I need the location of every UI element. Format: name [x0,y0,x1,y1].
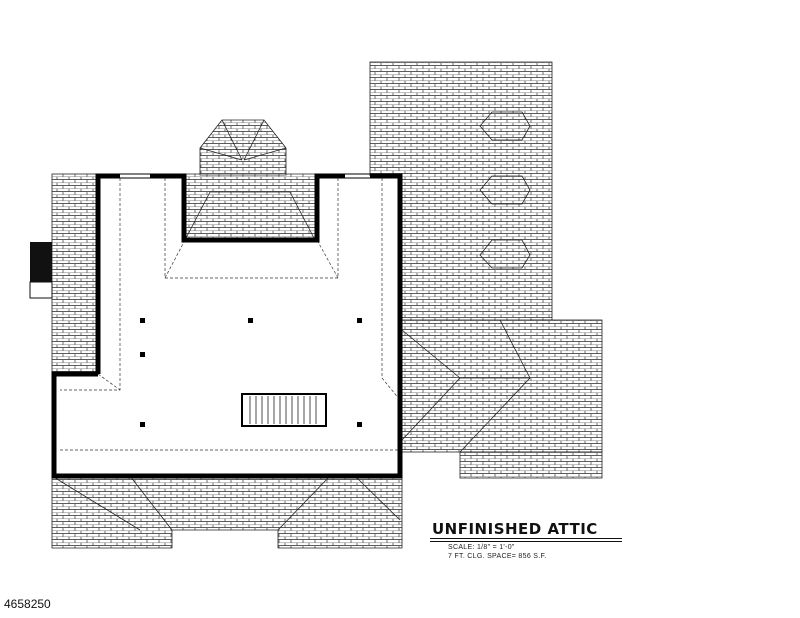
title-underline [430,538,622,539]
chimney [30,242,52,282]
ceiling-height-lines [60,178,401,451]
stair-opening [241,393,327,427]
roof-ridge-lines [51,111,531,531]
drawing-scale: SCALE: 1/8" = 1'-0" [448,544,515,551]
listing-id: 4658250 [4,597,51,611]
drawing-title: UNFINISHED ATTIC [432,520,598,538]
title-underline-2 [430,541,622,542]
drawing-area-note: 7 FT. CLG. SPACE= 856 S.F. [448,553,547,560]
exterior-walls [51,173,403,479]
